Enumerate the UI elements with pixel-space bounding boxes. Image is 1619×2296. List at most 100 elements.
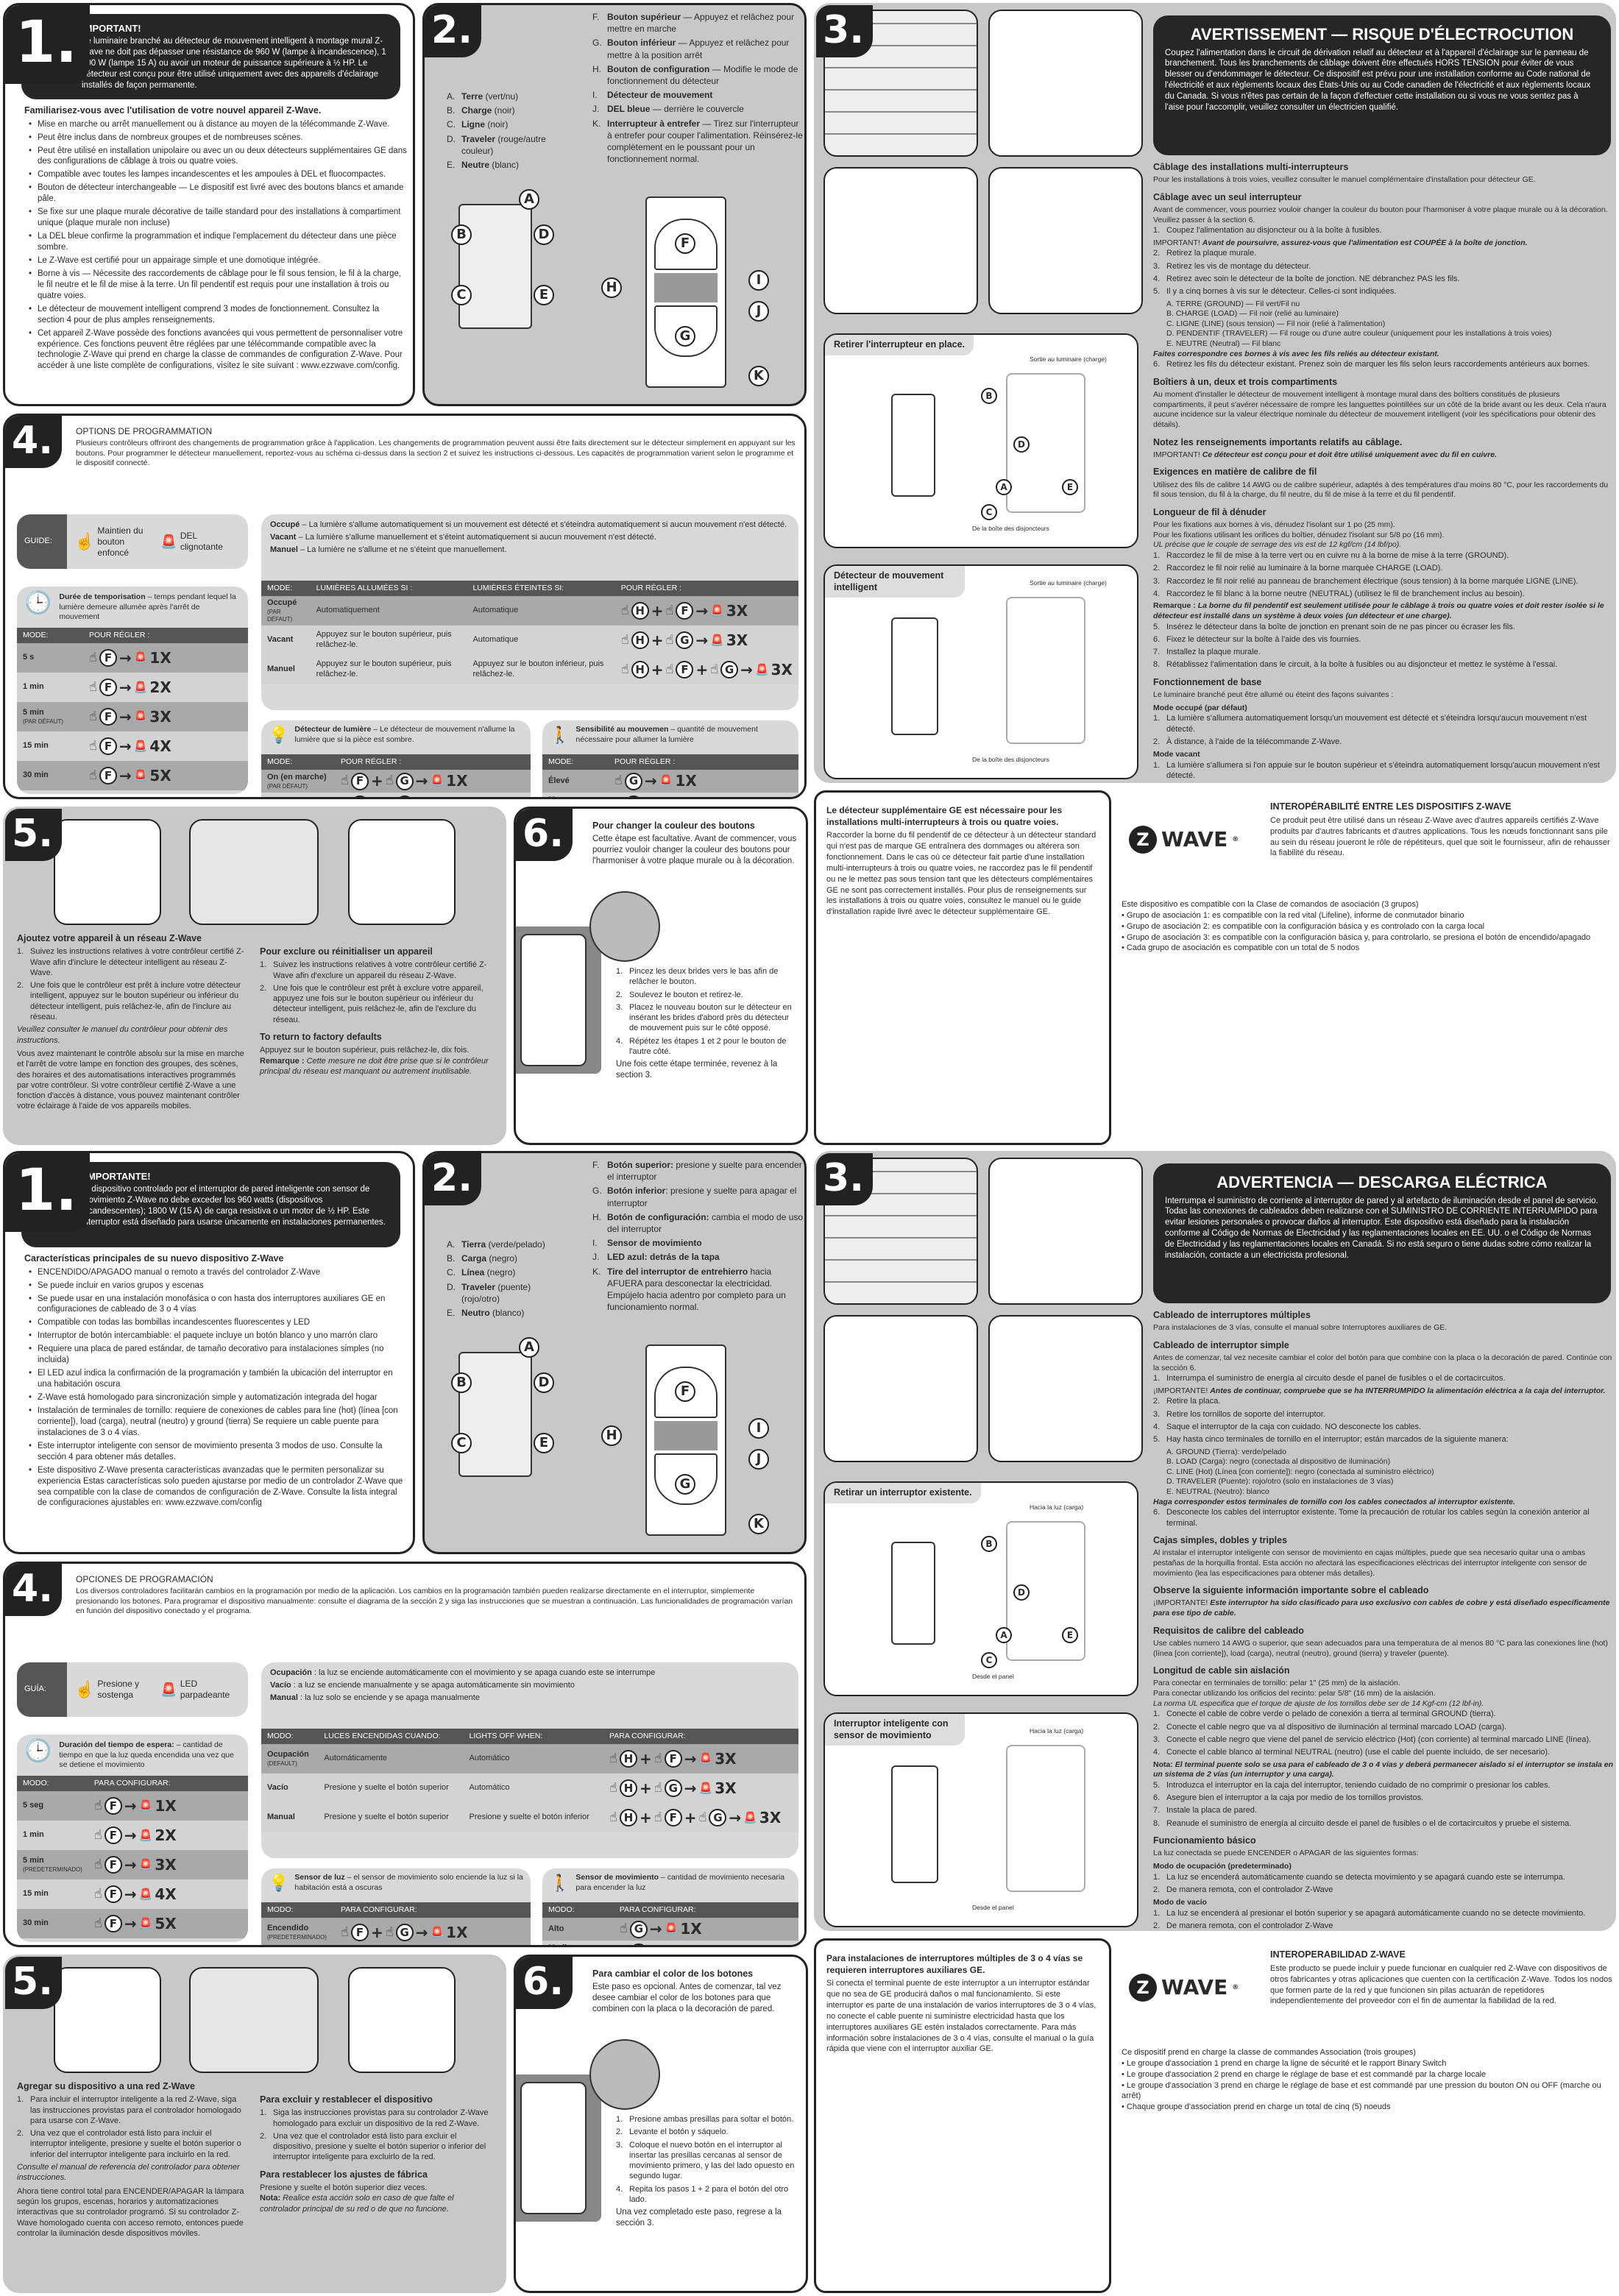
- button-f-icon: F: [350, 1924, 369, 1942]
- features-title: Familiarisez-vous avec l'utilisation de …: [24, 105, 322, 116]
- legend-item: A.Terre (vert/nu): [447, 91, 564, 102]
- press-button-illustration: [189, 1967, 319, 2073]
- smart-switch: [891, 617, 938, 735]
- mode-definitions: Occupé – La lumière s'allume automatique…: [261, 514, 798, 581]
- mode-title: Mode vacant: [1153, 750, 1200, 759]
- important-box: IMPORTANT! Le luminaire branché au détec…: [21, 14, 400, 99]
- button-cap: [520, 2082, 587, 2214]
- step-item: 2.Retire la placa.: [1153, 1396, 1614, 1406]
- sensor-window: [654, 1421, 718, 1450]
- remark-label: Nota:: [260, 2194, 281, 2203]
- step-item: 5.Insérez le détecteur dans la boîte de …: [1153, 622, 1614, 632]
- remark-text: Cette mesure ne doit être prise que si l…: [260, 1056, 489, 1076]
- timeout-note: Nota: Pulse y mantenga pulsado el botón …: [17, 1938, 248, 1942]
- blinking-led-icon: 🚨: [138, 1857, 153, 1871]
- lights-off-cell: Automatique: [467, 596, 615, 626]
- button-sequence: ☝F→🚨3X: [94, 1856, 242, 1874]
- modes-card: Ocupación : la luz se enciende automátic…: [261, 1662, 798, 1858]
- diagram-2-title: Détecteur de mouvement intelligent: [825, 566, 965, 598]
- section-2-badge: 2.: [425, 5, 481, 57]
- wiring-instructions: Cableado de interruptores múltiples Para…: [1153, 1309, 1614, 1929]
- hold-button-icon: ☝: [93, 1915, 102, 1931]
- button-g-icon: G: [624, 795, 642, 797]
- mode-name: Vacío: [267, 1783, 288, 1793]
- add-note: Veuillez consulter le manuel du contrôle…: [17, 1025, 228, 1045]
- hold-button-icon: ☝: [74, 532, 95, 551]
- step-text: Installez la plaque murale.: [1166, 648, 1261, 657]
- blink-count: 1X: [446, 772, 468, 790]
- wiring-instructions: Câblage des installations multi-interrup…: [1153, 161, 1614, 781]
- button-sequence: ☝G→🚨2X: [614, 795, 793, 797]
- blinking-led-icon: 🚨: [430, 1925, 444, 1939]
- button-sequence: ☝H+☝F→🚨3X: [621, 602, 793, 620]
- step-item: 4.Raccordez le fil blanc à la borne neut…: [1153, 589, 1614, 599]
- mode-definitions: Ocupación : la luz se enciende automátic…: [261, 1662, 798, 1729]
- button-color-steps-block: 1.Presione ambas presillas para soltar e…: [616, 2114, 800, 2229]
- programming-intro: Los diversos controladores facilitarán c…: [76, 1587, 793, 1616]
- section-5-panel: 5. Ajoutez votre appareil à un réseau Z-…: [3, 807, 506, 1145]
- step-number: 3.: [1153, 261, 1161, 271]
- feature-item: Z-Wave está homologado para sincronizaci…: [24, 1392, 407, 1403]
- callout-j: J: [748, 301, 769, 322]
- toggle-switch: [891, 394, 935, 497]
- button-g-icon: G: [664, 1779, 682, 1798]
- step-number: 2.: [17, 981, 24, 991]
- legend-term: Tire del interruptor de entrehierro: [607, 1266, 748, 1277]
- mode-definition-text: – La lumière ne s'allume et ne s'éteint …: [300, 545, 507, 554]
- programming-header: OPTIONS DE PROGRAMMATION Plusieurs contr…: [76, 426, 797, 469]
- copper-note: Este interruptor ha sido clasificado par…: [1153, 1598, 1610, 1618]
- section-6-badge: 6.: [516, 809, 573, 861]
- column-header: LUCES ENCENDIDAS CUANDO:: [318, 1729, 464, 1745]
- hold-button-icon: ☝: [386, 796, 394, 797]
- light-sensor-card: 💡 Sensor de luz – el sensor de movimient…: [261, 1868, 531, 1945]
- mode-title: Modo de ocupación (predeterminado): [1153, 1861, 1292, 1871]
- mode-name: 5 seg: [23, 1801, 44, 1810]
- section-1-panel: 1. IMPORTANT! Le luminaire branché au dé…: [3, 3, 415, 406]
- sensitivity-card: 🚶 Sensibilité au mouvemen – quantité de …: [542, 720, 798, 797]
- section-1-panel: 1. ¡IMPORTANTE! El dispositivo controlad…: [3, 1151, 415, 1554]
- callout-e: E: [534, 285, 554, 305]
- mode-name: 15 min: [23, 1889, 49, 1899]
- callout-f: F: [675, 1381, 695, 1402]
- step-item: 2.Levante el botón y sáquelo.: [616, 2127, 800, 2137]
- add-device-block: Ajoutez votre appareil à un réseau Z-Wav…: [17, 932, 245, 1112]
- section-5-panel: 5. Agregar su dispositivo a una red Z-Wa…: [3, 1955, 506, 2293]
- mode-cell: Vacant: [261, 626, 311, 656]
- step-item: 5.Il y a cinq bornes à vis sur le détect…: [1153, 286, 1614, 297]
- step-item: 6.Asegure bien el interruptor a la caja …: [1153, 1793, 1614, 1803]
- step-item: 8.Reanude el suministro de energía al ci…: [1153, 1818, 1614, 1829]
- important-note: Avant de poursuivre, assurez-vous que l'…: [1202, 238, 1528, 247]
- sensitivity-table: MODO:PARA CONFIGURAR: Alto☝G→🚨1XMedio(PR…: [542, 1902, 798, 1945]
- mode-definition-text: – La lumière s'allume manuellement et s'…: [298, 532, 656, 542]
- step-item: 3.Retirez les vis de montage du détecteu…: [1153, 261, 1614, 272]
- programming-header: OPCIONES DE PROGRAMACIÓN Los diversos co…: [76, 1574, 797, 1617]
- features-block: Familiarisez-vous avec l'utilisation de …: [24, 105, 407, 374]
- timeout-card: 🕒 Durée de temporisation – temps pendant…: [17, 587, 248, 794]
- features-title: Características principales de su nuevo …: [24, 1253, 284, 1264]
- plus-sign: +: [651, 601, 664, 620]
- feature-item: Le Z-Wave est certifié pour un appairage…: [24, 255, 407, 266]
- default-label: (PAR DÉFAUT): [23, 718, 63, 725]
- boxes-text: Al instalar el interruptor inteligente c…: [1153, 1548, 1587, 1578]
- association-item: • Chaque groupe d'association prend en c…: [1122, 2102, 1391, 2112]
- step-item: 2.Retirez la plaque murale.: [1153, 248, 1614, 258]
- mode-cell: Moyen(PAR DÉFAUT): [542, 793, 609, 797]
- light-table: MODE:POUR RÉGLER : On (en marche)(PAR DÉ…: [261, 754, 531, 797]
- hold-button-icon: ☝: [665, 631, 674, 648]
- feature-item: Requiere una placa de pared estándar, de…: [24, 1344, 407, 1366]
- callout-b: B: [451, 224, 472, 245]
- arrow-icon: →: [684, 1779, 697, 1797]
- table-row: On (en marche)(PAR DÉFAUT)☝F+☝G→🚨1X: [261, 770, 531, 793]
- mode-title: Modo de vacío: [1153, 1898, 1207, 1907]
- step-item: 3.Placez le nouveau bouton sur le détect…: [616, 1002, 800, 1034]
- step-item: 3.Conecte el cable negro que viene del p…: [1153, 1735, 1614, 1745]
- blinking-led-icon: 🚨: [138, 1828, 153, 1842]
- step-number: 1.: [1153, 1908, 1161, 1918]
- legend-desc: (puente) (rojo/otro): [461, 1281, 531, 1304]
- programming-title: OPTIONS DE PROGRAMMATION: [76, 426, 213, 436]
- association-item: • Le groupe d'association 1 prend en cha…: [1122, 2058, 1447, 2068]
- step-number: 8.: [1153, 1818, 1161, 1828]
